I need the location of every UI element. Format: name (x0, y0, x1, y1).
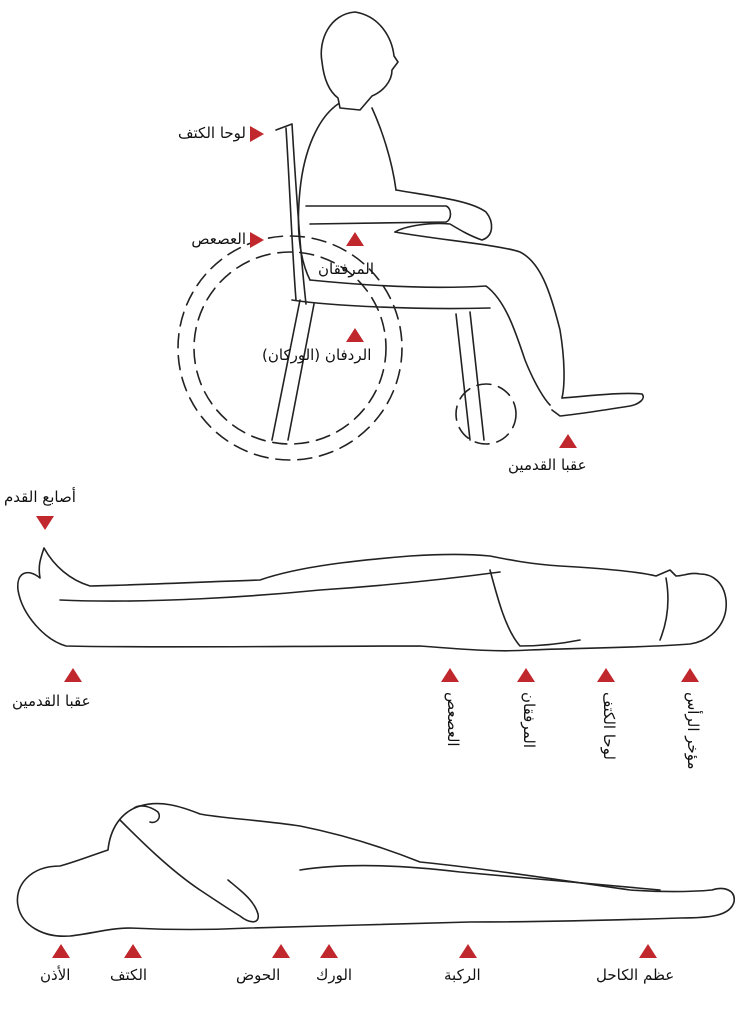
sitting-head (321, 12, 398, 110)
label-side-pelvis: الحوض (236, 968, 280, 983)
marker-sup-heels (64, 668, 82, 682)
label-sit-heels: عقبا القدمين (508, 458, 587, 473)
label-side-ankle: عظم الكاحل (596, 968, 674, 983)
marker-sup-back-of-head (681, 668, 699, 682)
sitting-chest (372, 108, 396, 190)
label-sit-shoulder-blades: لوحا الكتف (178, 126, 246, 141)
caster-wheel (456, 384, 516, 444)
markers (36, 126, 699, 958)
label-sup-toes: أصابع القدم (4, 490, 76, 505)
chair-leg-front (272, 300, 300, 440)
marker-sup-toes (36, 516, 54, 530)
marker-side-hip (320, 944, 338, 958)
label-side-ear: الأذن (40, 968, 70, 983)
marker-sup-elbows (517, 668, 535, 682)
supine-head-line (660, 578, 668, 640)
sitting-foot (552, 393, 643, 416)
label-sup-heels: عقبا القدمين (12, 694, 91, 709)
label-sit-buttocks: الردفان (الوركان) (262, 348, 371, 363)
side-body-outline (17, 804, 734, 937)
marker-sit-buttocks (346, 328, 364, 342)
marker-sup-tailbone (441, 668, 459, 682)
chair-leg-back (456, 314, 470, 440)
supine-body-outline (18, 548, 726, 651)
label-sup-shoulder-blades: لوحا الكتف (601, 692, 616, 760)
sitting-thigh (395, 232, 564, 398)
label-side-knee: الركبة (444, 968, 481, 983)
chair-leg-front-2 (288, 304, 314, 440)
label-side-shoulder: الكتف (110, 968, 147, 983)
side-arm (120, 820, 258, 922)
supine-figure (18, 548, 726, 651)
chair-leg-back-2 (470, 312, 484, 440)
marker-side-shoulder (124, 944, 142, 958)
supine-leg-line (60, 572, 500, 601)
marker-sit-heels (559, 434, 577, 448)
label-side-hip: الورك (316, 968, 352, 983)
label-sit-tailbone: العصعص (191, 232, 246, 247)
marker-side-ankle (639, 944, 657, 958)
marker-sit-elbows (346, 232, 364, 246)
marker-side-ear (52, 944, 70, 958)
marker-side-knee (459, 944, 477, 958)
side-lying-figure (17, 804, 734, 937)
label-sup-tailbone: العصعص (445, 692, 460, 747)
sitting-figure (178, 12, 643, 460)
side-hand (134, 806, 159, 822)
marker-sup-shoulder-blades (597, 668, 615, 682)
chair-armrest (306, 206, 451, 224)
label-sit-elbows: المرفقان (318, 262, 374, 277)
supine-arm-line (490, 570, 580, 646)
marker-sit-tailbone (250, 232, 264, 248)
label-sup-back-of-head: مؤخر الرأس (685, 692, 700, 770)
sitting-arm (395, 190, 492, 240)
label-sup-elbows: المرفقان (521, 692, 536, 748)
marker-sit-shoulder-blades (250, 126, 264, 142)
chair-seat (292, 300, 490, 309)
sitting-thigh-bottom (310, 280, 550, 405)
marker-side-pelvis (272, 944, 290, 958)
